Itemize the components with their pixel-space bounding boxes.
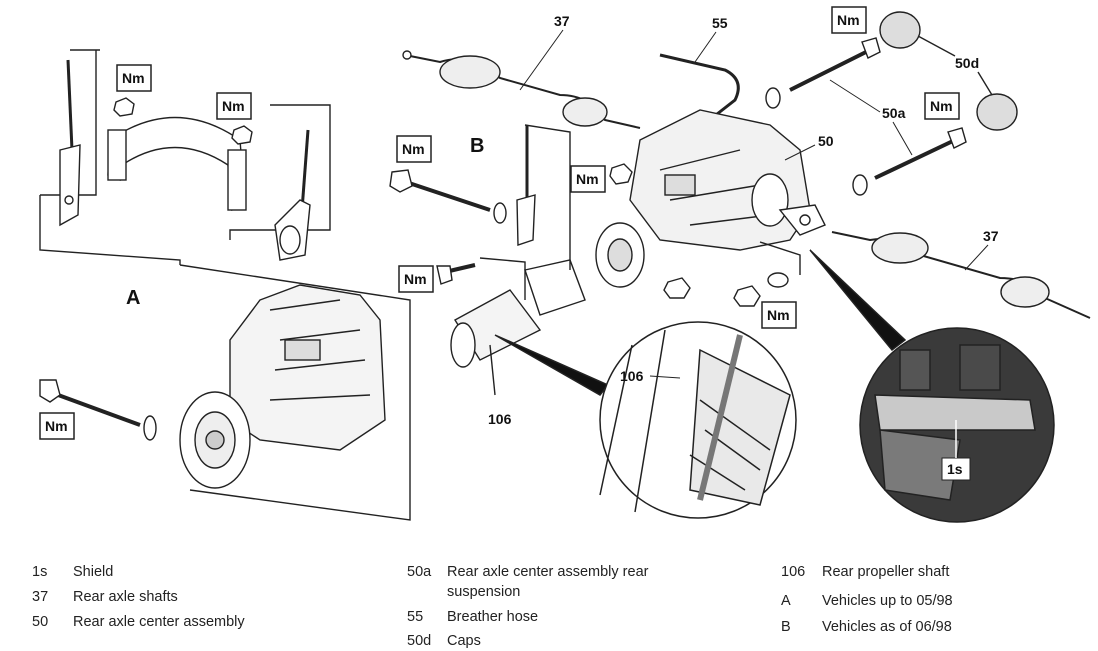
svg-text:Nm: Nm — [404, 271, 427, 287]
legend-text: Rear axle shafts — [73, 589, 178, 605]
torque-tag: Nm — [924, 92, 960, 120]
label-50d: 50d — [955, 55, 979, 71]
torque-tag: Nm — [398, 265, 434, 293]
legend-code: 37 — [32, 589, 49, 605]
label-106: 106 — [488, 411, 512, 427]
legend-text: Rear axle center assembly rear — [447, 564, 649, 580]
torque-tag: Nm — [216, 92, 252, 120]
torque-tags: Nm Nm Nm Nm Nm Nm Nm Nm — [39, 6, 960, 440]
view-label-a: A — [126, 287, 140, 309]
legend-code: 106 — [781, 564, 806, 580]
legend-text: suspension — [447, 584, 521, 600]
torque-tag: Nm — [831, 6, 867, 34]
svg-text:Nm: Nm — [402, 141, 425, 157]
legend-text: Vehicles as of 06/98 — [822, 619, 952, 635]
torque-tag: Nm — [570, 165, 606, 193]
detail-circle-106 — [494, 321, 797, 519]
label-1s: 1s — [947, 461, 963, 477]
view-label-b: B — [470, 135, 484, 157]
legend-code: 50 — [32, 614, 49, 630]
svg-text:Nm: Nm — [930, 98, 953, 114]
view-a-group — [39, 49, 411, 521]
torque-tag: Nm — [396, 135, 432, 163]
svg-text:Nm: Nm — [45, 418, 68, 434]
legend-code: 50a — [407, 564, 432, 580]
torque-tag: Nm — [116, 64, 152, 92]
legend-text: Breather hose — [447, 609, 539, 625]
detail-circle-1s — [809, 249, 1055, 523]
svg-text:Nm: Nm — [837, 12, 860, 28]
exploded-parts-diagram: A B 37 55 50d 50a 50 37 106 106 1s Nm Nm — [39, 6, 1091, 523]
legend-code: A — [781, 593, 791, 609]
label-50a: 50a — [882, 105, 906, 121]
view-b-group — [389, 11, 1091, 396]
legend-text: Rear axle center assembly — [73, 614, 245, 630]
svg-text:Nm: Nm — [767, 307, 790, 323]
label-37-right: 37 — [983, 228, 999, 244]
svg-text:Nm: Nm — [576, 171, 599, 187]
part-labels: A B 37 55 50d 50a 50 37 106 106 1s — [126, 13, 999, 481]
legend-code: 1s — [32, 564, 48, 580]
legend: 1s Shield 37 Rear axle shafts 50 Rear ax… — [0, 562, 1098, 649]
legend-text: Vehicles up to 05/98 — [822, 593, 953, 609]
torque-tag: Nm — [39, 412, 75, 440]
label-106-detail: 106 — [620, 368, 644, 384]
legend-code: 55 — [407, 609, 424, 625]
label-50: 50 — [818, 133, 834, 149]
legend-code: 50d — [407, 633, 432, 649]
svg-text:Nm: Nm — [122, 70, 145, 86]
legend-text: Rear propeller shaft — [822, 564, 950, 580]
legend-text: Shield — [73, 564, 114, 580]
legend-code: B — [781, 619, 791, 635]
label-37-top: 37 — [554, 13, 570, 29]
svg-text:Nm: Nm — [222, 98, 245, 114]
torque-tag: Nm — [761, 301, 797, 329]
label-55: 55 — [712, 15, 728, 31]
legend-text: Caps — [447, 633, 481, 649]
